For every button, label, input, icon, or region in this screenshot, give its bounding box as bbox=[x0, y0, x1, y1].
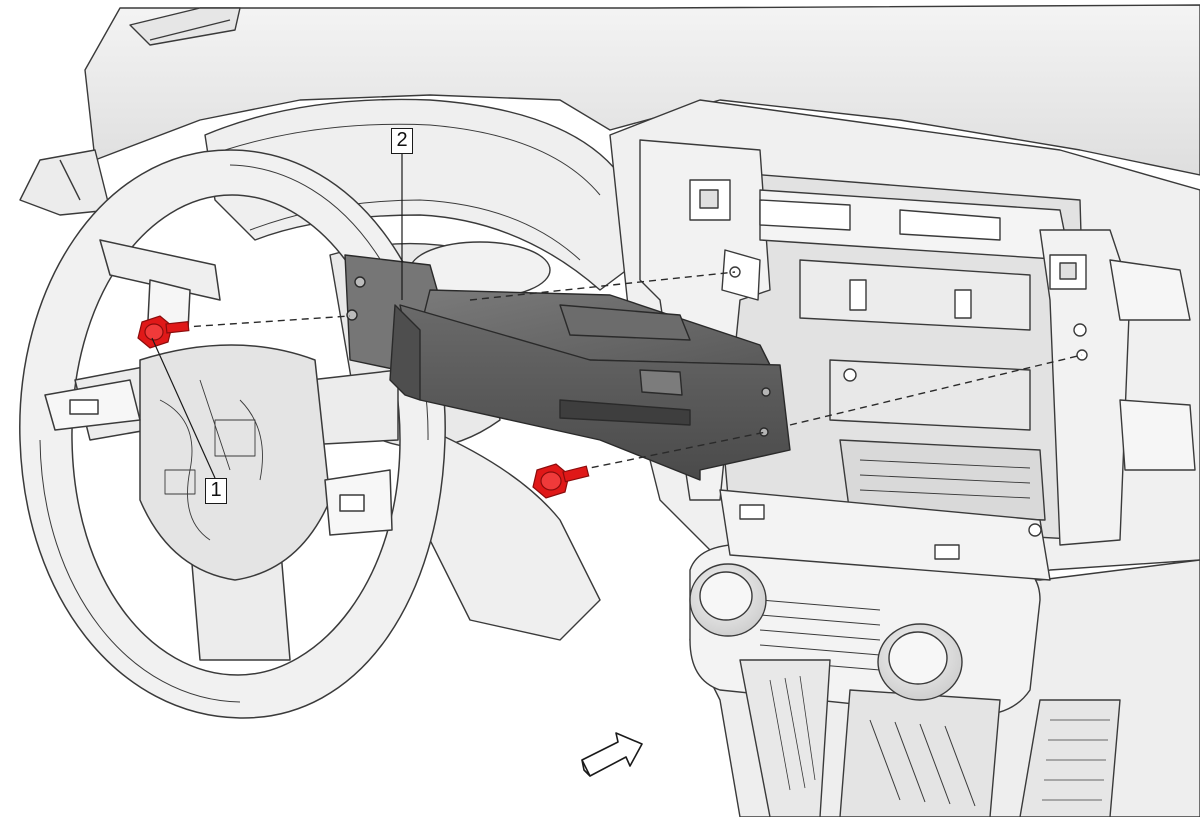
hvac-knob-right bbox=[877, 623, 963, 701]
steering-wheel bbox=[19, 149, 446, 719]
callout-label-2: 2 bbox=[391, 128, 413, 154]
forward-arrow-icon bbox=[581, 732, 643, 777]
red-bolt-icon bbox=[532, 463, 590, 499]
hvac-knob-left bbox=[689, 563, 767, 637]
mounting-bracket bbox=[639, 139, 1196, 581]
alignment-lines bbox=[169, 271, 1083, 471]
radio-module bbox=[344, 254, 791, 481]
callout-leaders bbox=[151, 154, 403, 479]
callout-label-1: 1 bbox=[205, 478, 227, 504]
red-bolt-icon bbox=[137, 315, 190, 349]
